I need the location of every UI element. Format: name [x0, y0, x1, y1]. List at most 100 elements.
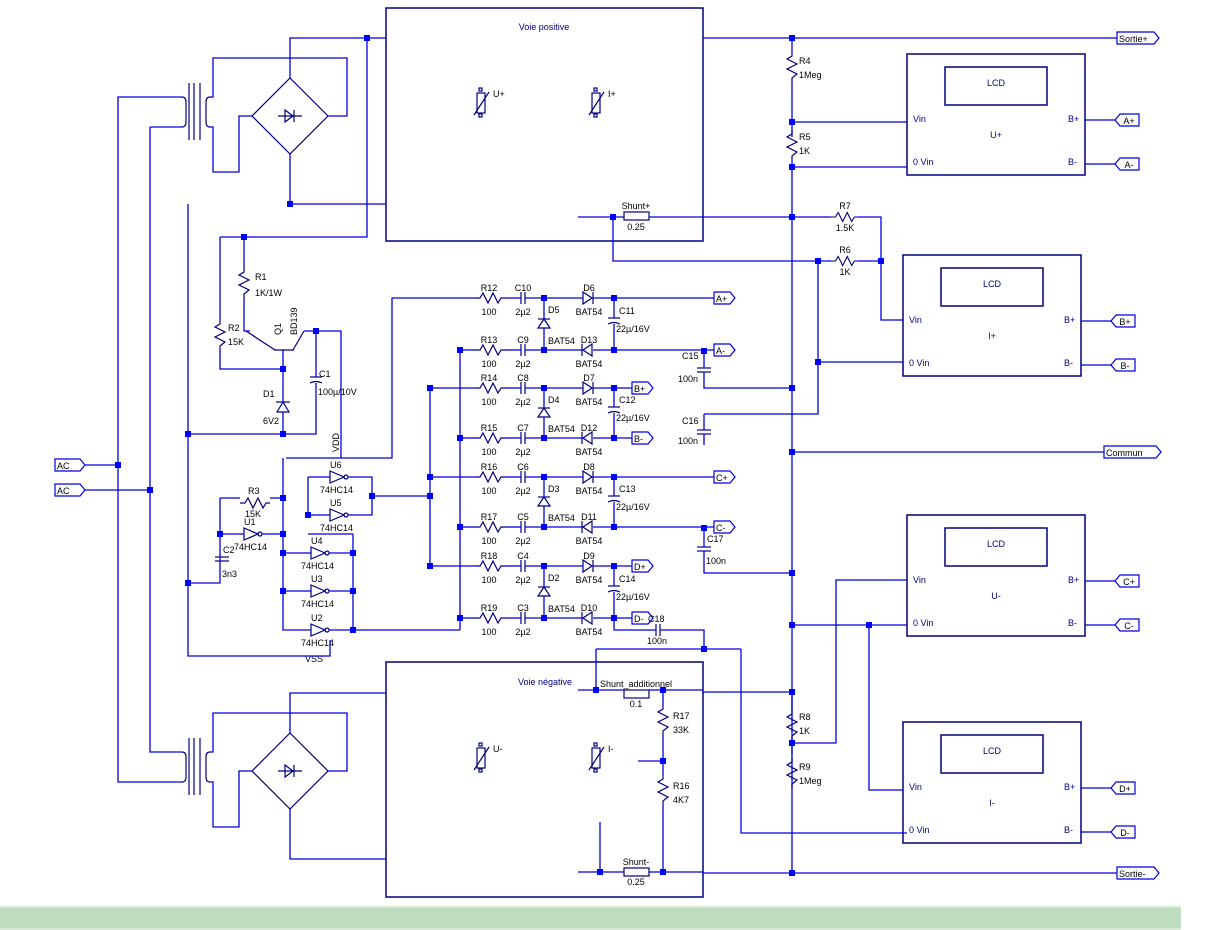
port-input: B+: [1110, 314, 1136, 328]
svg-text:0.25: 0.25: [627, 877, 645, 887]
svg-text:100: 100: [481, 486, 496, 496]
port-output: C+: [713, 470, 736, 484]
svg-text:R2: R2: [228, 323, 240, 333]
capacitor-c1: C1 100µ/10V: [309, 369, 357, 397]
svg-text:Voie négative: Voie négative: [518, 677, 572, 687]
svg-text:BAT54: BAT54: [576, 575, 603, 585]
svg-text:2µ2: 2µ2: [515, 359, 530, 369]
svg-text:2µ2: 2µ2: [515, 536, 530, 546]
junction-dot: [280, 431, 286, 437]
svg-text:B-: B-: [1068, 618, 1077, 628]
svg-text:D2: D2: [548, 573, 560, 583]
svg-text:0 Vin: 0 Vin: [913, 618, 933, 628]
svg-text:R18: R18: [481, 551, 498, 561]
svg-text:C8: C8: [517, 373, 529, 383]
svg-text:C3: C3: [517, 603, 529, 613]
svg-text:15K: 15K: [245, 509, 261, 519]
junction-dot: [866, 622, 872, 628]
junction-dot: [611, 563, 617, 569]
junction-dot: [611, 347, 617, 353]
svg-text:C11: C11: [619, 306, 635, 316]
svg-text:C18: C18: [648, 614, 665, 624]
block-voie-positive: Voie positive U+ I+ Shunt+ 0.25: [385, 7, 704, 242]
junction-dot: [280, 495, 286, 501]
svg-text:1.5K: 1.5K: [836, 223, 855, 233]
svg-text:C2: C2: [223, 545, 235, 555]
pot-i-plus: I+: [588, 87, 616, 118]
svg-text:Vin: Vin: [909, 315, 922, 325]
svg-text:C1: C1: [319, 369, 331, 379]
junction-dot: [878, 258, 884, 264]
junction-dot: [541, 615, 547, 621]
svg-text:C10: C10: [515, 283, 532, 293]
shunt-additionnel: Shunt_additionnel 0.1: [600, 679, 672, 709]
svg-text:R8: R8: [799, 712, 811, 722]
svg-text:U+: U+: [493, 89, 505, 99]
svg-text:D6: D6: [583, 283, 595, 293]
junction-dot: [427, 385, 433, 391]
capacitor-c18: C18 100n: [595, 614, 741, 690]
svg-text:1K: 1K: [839, 267, 850, 277]
junction-dot: [611, 474, 617, 480]
junction-dot: [185, 431, 191, 437]
svg-text:74HC14: 74HC14: [320, 523, 353, 533]
svg-text:100n: 100n: [647, 636, 667, 646]
lcd-title: LCD: [983, 279, 1002, 289]
svg-text:22µ/16V: 22µ/16V: [616, 592, 650, 602]
transistor-q1: Q1 BD139: [245, 307, 305, 351]
svg-text:74HC14: 74HC14: [301, 638, 334, 648]
svg-text:R14: R14: [481, 373, 498, 383]
junction-dot: [597, 869, 603, 875]
svg-text:C7: C7: [517, 423, 529, 433]
svg-text:Shunt_additionnel: Shunt_additionnel: [600, 679, 672, 689]
svg-text:C17: C17: [707, 534, 724, 544]
svg-text:R9: R9: [799, 762, 811, 772]
svg-text:D4: D4: [548, 395, 560, 405]
junction-dot: [611, 435, 617, 441]
svg-text:U4: U4: [311, 536, 323, 546]
junction-dot: [789, 119, 795, 125]
svg-text:A-: A-: [1125, 160, 1134, 170]
svg-text:U1: U1: [244, 517, 256, 527]
svg-text:100: 100: [481, 397, 496, 407]
svg-text:AC: AC: [57, 461, 70, 471]
junction-dot: [427, 563, 433, 569]
svg-text:R17: R17: [673, 711, 690, 721]
svg-text:100µ/10V: 100µ/10V: [318, 387, 357, 397]
svg-text:100: 100: [481, 536, 496, 546]
resistor-r7: R71.5K: [830, 201, 859, 233]
svg-text:I-: I-: [608, 744, 614, 754]
svg-text:D+: D+: [1119, 784, 1131, 794]
svg-text:R19: R19: [481, 603, 498, 613]
port-input: D-: [1110, 825, 1136, 839]
svg-text:A+: A+: [1123, 116, 1134, 126]
svg-text:U5: U5: [330, 498, 342, 508]
svg-text:100: 100: [481, 627, 496, 637]
junction-dot: [350, 588, 356, 594]
transformer-bottom: [181, 738, 211, 795]
port-input: D+: [1110, 781, 1136, 795]
svg-text:D-: D-: [634, 614, 644, 624]
svg-text:0.25: 0.25: [627, 222, 645, 232]
port-input: B-: [1110, 358, 1136, 372]
svg-text:C9: C9: [517, 335, 529, 345]
shunt-plus: Shunt+ 0.25: [622, 201, 651, 232]
svg-text:Q1: Q1: [273, 323, 283, 335]
vss-label: VSS: [305, 654, 323, 664]
junction-dot: [789, 570, 795, 576]
port-input: A-: [1114, 157, 1140, 171]
svg-text:C16: C16: [682, 416, 699, 426]
junction-dot: [611, 615, 617, 621]
junction-dot: [147, 487, 153, 493]
svg-text:Vin: Vin: [909, 782, 922, 792]
junction-dot: [457, 615, 463, 621]
junction-dot: [369, 493, 375, 499]
svg-text:D+: D+: [634, 562, 646, 572]
junction-dot: [789, 740, 795, 746]
